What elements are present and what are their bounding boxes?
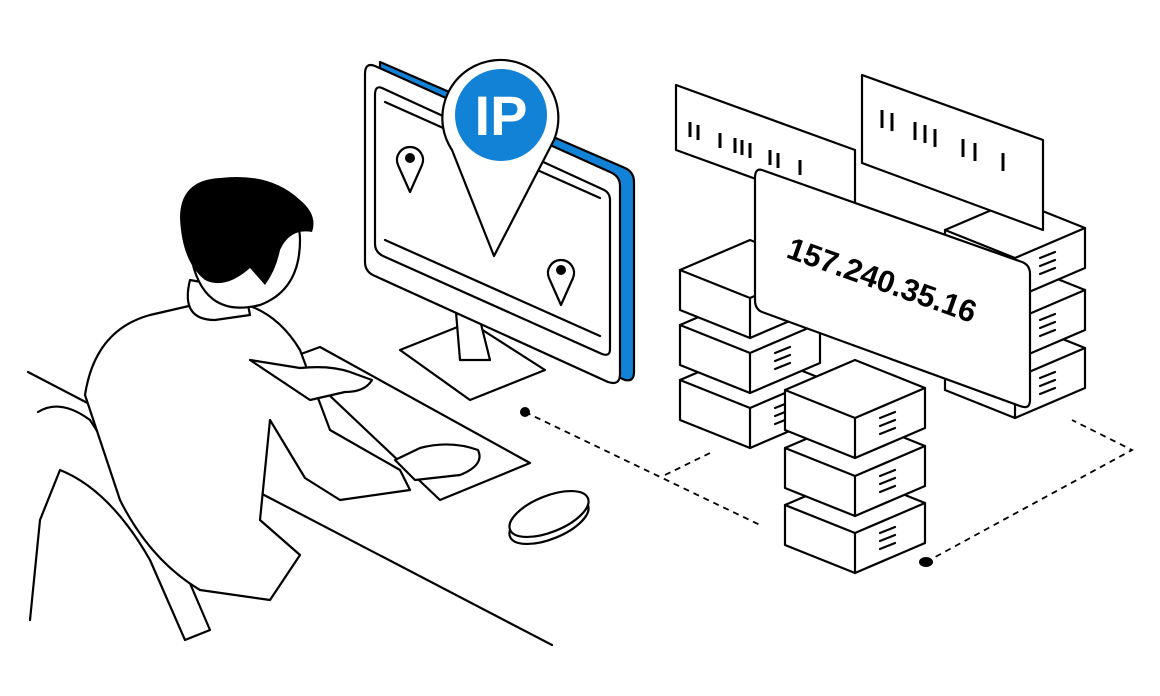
left-hand <box>248 358 374 402</box>
barcode-icon <box>880 110 1005 171</box>
barcode-icon <box>688 122 802 175</box>
ip-location-pin: IP <box>441 58 560 258</box>
server-stack-front <box>783 358 927 575</box>
ip-pin-label: IP <box>475 84 528 147</box>
person-at-desk <box>28 176 481 642</box>
mouse-icon <box>508 489 590 546</box>
barcode-card-right <box>860 73 1045 232</box>
ip-address-card: 157.240.35.16 <box>753 168 1032 409</box>
barcode-card-left <box>674 83 857 217</box>
network-connections <box>520 407 1134 567</box>
connection-line <box>664 451 713 476</box>
torso <box>83 298 412 602</box>
connection-line <box>925 419 1134 563</box>
right-hand <box>393 443 481 482</box>
location-pin-icon <box>395 145 425 194</box>
chair <box>28 405 212 642</box>
location-pin-icon <box>546 258 576 307</box>
hair <box>180 176 314 285</box>
